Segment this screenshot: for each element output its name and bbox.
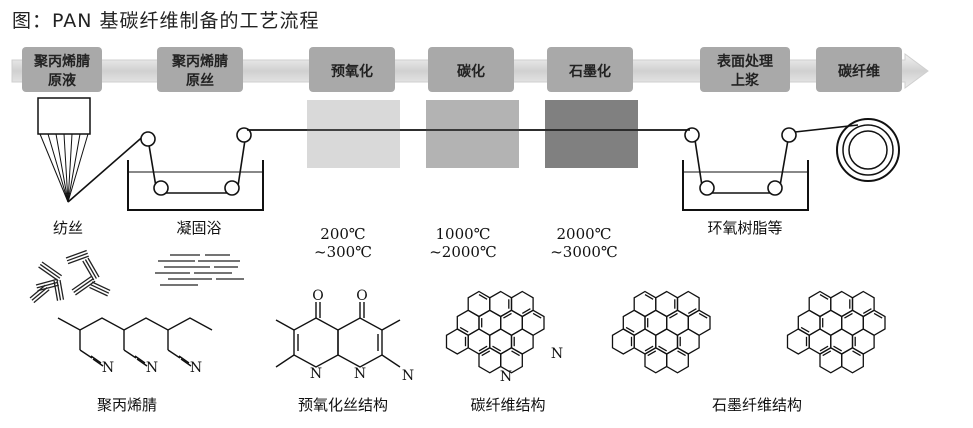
spinneret — [37, 97, 91, 135]
stage-box-2: 聚丙烯腈 原丝 — [157, 47, 243, 92]
aligned-fibers-illustration — [155, 254, 244, 286]
stage-3-label: 预氧化 — [331, 63, 373, 80]
stage-box-5: 石墨化 — [547, 47, 633, 92]
double-bond — [819, 294, 829, 300]
carb-temp-low: 1000℃ — [436, 225, 491, 243]
stage-box-4: 碳化 — [428, 47, 514, 92]
coagulation-bath — [127, 160, 264, 211]
preox-o-2: O — [356, 288, 367, 304]
double-bond — [833, 345, 843, 352]
double-bond — [844, 312, 853, 319]
double-bond — [503, 312, 512, 319]
preox-structure — [275, 302, 401, 368]
stage-2-line1: 聚丙烯腈 — [171, 53, 228, 70]
double-bond — [800, 326, 810, 333]
double-bond — [677, 350, 686, 357]
double-bond — [459, 326, 469, 333]
page-title: 图：PAN 基碳纤维制备的工艺流程 — [12, 10, 320, 32]
stage-6-line2: 上浆 — [731, 72, 760, 89]
pan-structure-label: 聚丙烯腈 — [97, 396, 157, 414]
double-bond — [687, 308, 697, 314]
stage-box-3: 预氧化 — [309, 47, 395, 92]
stage-box-7: 碳纤维 — [816, 47, 902, 92]
stage-5-label: 石墨化 — [568, 63, 611, 80]
preox-temp-high: ~300℃ — [314, 243, 372, 261]
stage-2-line2: 原丝 — [186, 72, 214, 89]
double-bond — [873, 312, 883, 319]
epoxy-label: 环氧树脂等 — [707, 219, 782, 237]
hex-ring — [500, 347, 523, 374]
graph-temp-low: 2000℃ — [557, 225, 612, 243]
graphite-structure-2 — [786, 290, 886, 374]
graph-temp-high: ~3000℃ — [550, 243, 618, 261]
double-bond — [644, 294, 654, 300]
double-bond — [819, 345, 829, 352]
carbonization-zone — [426, 100, 519, 168]
hex-ring — [841, 347, 864, 374]
pan-n-1: N — [102, 360, 114, 376]
double-bond — [625, 326, 635, 333]
double-bond — [492, 345, 502, 352]
double-bond — [669, 312, 678, 319]
double-bond — [852, 350, 861, 357]
double-bond — [521, 308, 531, 314]
double-bond — [511, 350, 520, 357]
rollers — [140, 127, 797, 196]
coagulation-label: 凝固浴 — [176, 219, 221, 237]
preox-temp-low: 200℃ — [320, 225, 365, 243]
double-bond — [698, 312, 708, 319]
carbon-n-2: N — [500, 369, 512, 385]
preox-n-3: N — [402, 368, 414, 384]
pan-n-2: N — [146, 360, 158, 376]
graphitization-zone — [545, 100, 638, 168]
double-bond — [532, 312, 542, 319]
preox-zone — [307, 100, 400, 168]
carbon-n-1: N — [551, 346, 563, 362]
pan-structure — [57, 317, 213, 367]
stage-box-1: 聚丙烯腈 原液 — [22, 47, 102, 92]
double-bond — [658, 345, 668, 352]
fiber-fan — [39, 133, 89, 203]
pan-n-3: N — [190, 360, 202, 376]
carbon-structure-label: 碳纤维结构 — [470, 396, 545, 414]
double-bond — [478, 345, 488, 352]
random-fibers-illustration — [29, 249, 111, 304]
carbon-structure — [445, 290, 545, 374]
double-bond — [481, 350, 491, 357]
stage-1-line2: 原液 — [48, 72, 77, 89]
stage-box-6: 表面处理 上浆 — [700, 47, 790, 92]
double-bond — [822, 350, 832, 357]
graphite-structure-1 — [611, 290, 711, 374]
graphite-structure-label: 石墨纤维结构 — [712, 396, 802, 414]
stage-7-label: 碳纤维 — [838, 63, 880, 80]
stage-4-label: 碳化 — [457, 63, 485, 80]
preox-n-1: N — [310, 366, 322, 382]
stage-1-line1: 聚丙烯腈 — [33, 53, 90, 70]
epoxy-bath — [682, 160, 809, 211]
double-bond — [644, 345, 654, 352]
spinning-label: 纺丝 — [53, 219, 83, 237]
preox-structure-label: 预氧化丝结构 — [298, 396, 388, 414]
double-bond — [647, 350, 657, 357]
double-bond — [862, 308, 872, 314]
stage-6-line1: 表面处理 — [716, 53, 773, 70]
carb-temp-high: ~2000℃ — [429, 243, 497, 261]
fiber-spool — [836, 118, 900, 182]
preox-o-1: O — [312, 288, 323, 304]
hex-ring — [666, 347, 689, 374]
preox-n-2: N — [354, 366, 366, 382]
double-bond — [478, 294, 488, 300]
